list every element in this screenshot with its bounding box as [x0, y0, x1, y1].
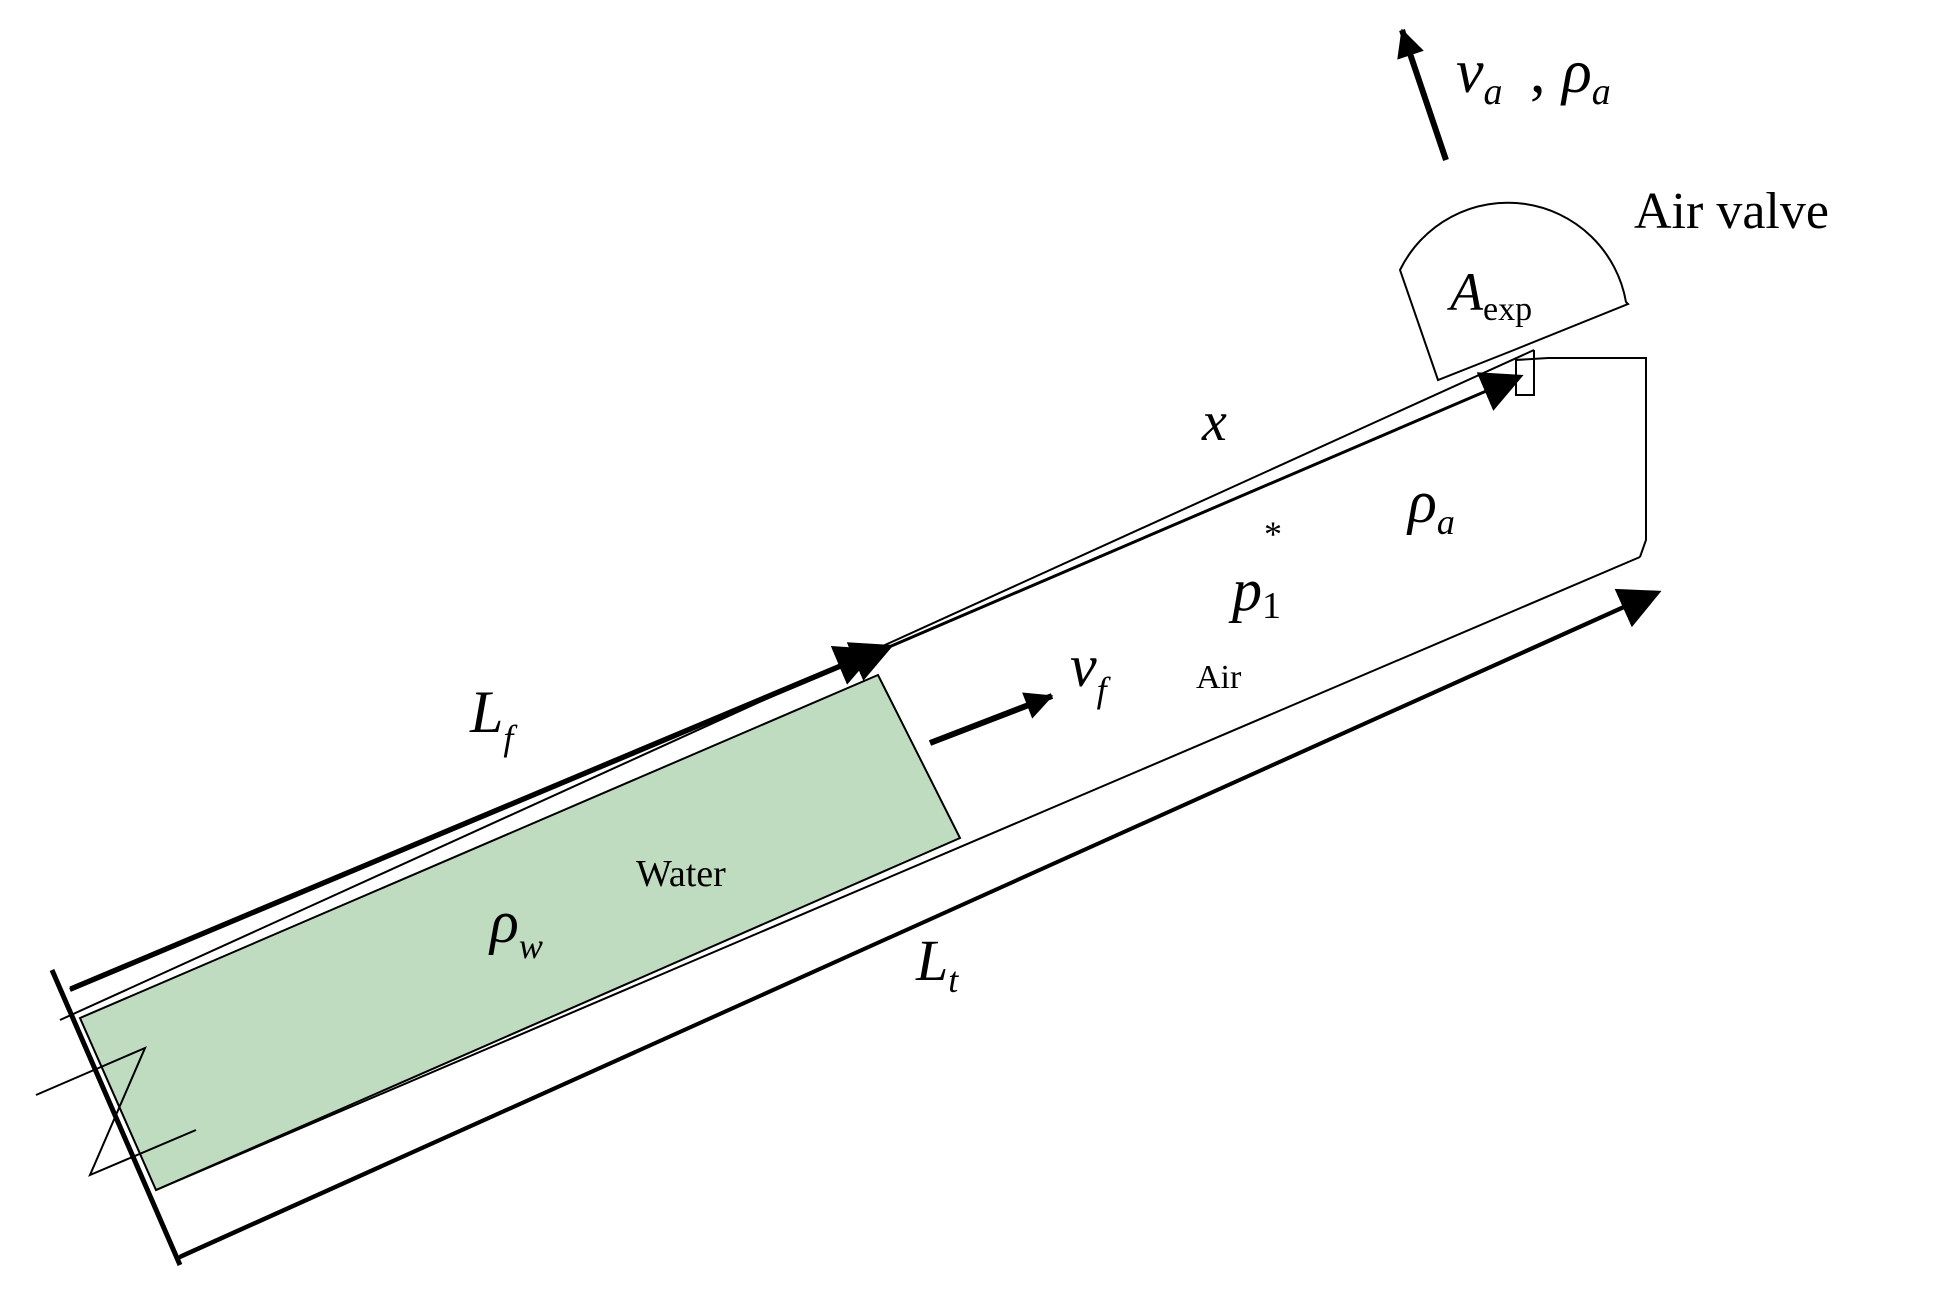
front-velocity-arrow — [928, 692, 1054, 746]
valve-label-separator: , — [1530, 38, 1546, 106]
valve-area-label: Aexp — [1447, 262, 1532, 328]
front-velocity-label: vf — [1070, 633, 1112, 710]
closed-valve-bar — [49, 969, 183, 1266]
air-density-label: ρa — [1406, 469, 1455, 542]
air-valve-label: Air valve — [1634, 183, 1829, 240]
valve-icon — [35, 1046, 197, 1177]
x-dimension-arrow — [846, 372, 1524, 681]
pipe-end-cap — [1515, 350, 1647, 558]
water-text: Water — [636, 853, 726, 895]
lt-dimension-arrow — [179, 588, 1662, 1258]
air-valve-icon — [1398, 201, 1630, 382]
x-label: x — [1201, 391, 1227, 453]
pressure-label: p1 — [1228, 557, 1281, 627]
total-length-label: Lt — [915, 928, 959, 1000]
outflow-arrow — [1397, 28, 1449, 161]
fill-length-label: Lf — [469, 679, 518, 758]
valve-density-label: ρa — [1560, 38, 1611, 113]
valve-velocity-label: va — [1456, 38, 1503, 113]
water-column — [78, 673, 962, 1192]
lf-dimension-arrow — [69, 646, 878, 990]
water-density-label: ρw — [488, 889, 543, 966]
pipe-inner-bottom-wall — [155, 556, 1641, 1191]
pressure-superscript: * — [1264, 514, 1282, 554]
pipe-outer-top-wall — [69, 649, 879, 992]
air-text: Air — [1196, 659, 1242, 696]
